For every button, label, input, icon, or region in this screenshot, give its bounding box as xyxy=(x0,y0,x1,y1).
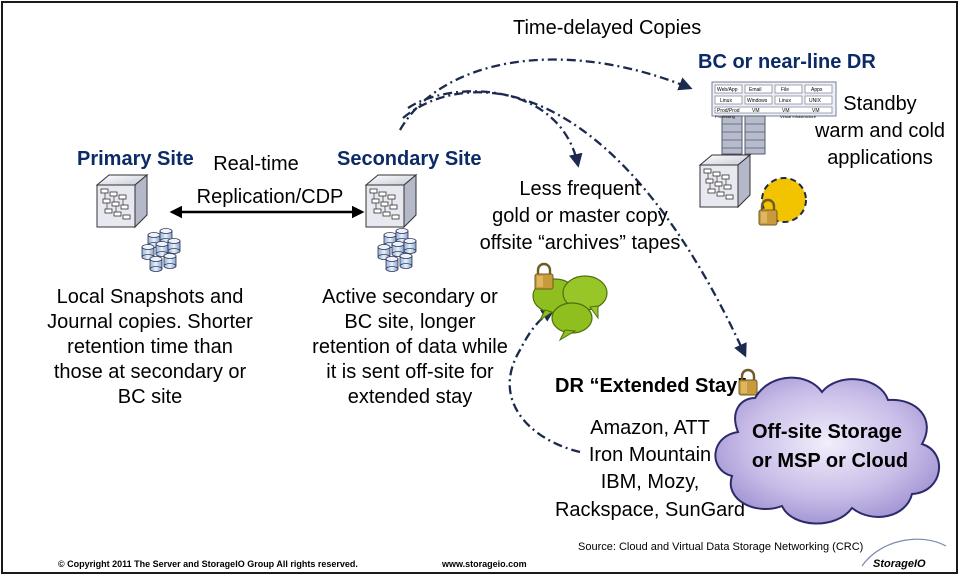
time-delayed-arrow-top xyxy=(399,58,693,131)
primary-note-line: Local Snapshots and xyxy=(57,286,244,308)
gold-copy-line: gold or master copy xyxy=(492,205,668,227)
time-delayed-arrow-low xyxy=(407,90,583,168)
rack-label: UNIX xyxy=(809,98,822,104)
gold-copy-line: Less frequent xyxy=(519,178,641,200)
rack-label: Apps xyxy=(811,87,823,93)
rack-label: Email xyxy=(749,87,762,93)
primary-server-icon xyxy=(96,174,148,228)
primary-site-title: Primary Site xyxy=(77,148,194,170)
secondary-site-note: Active secondary or BC site, longer rete… xyxy=(312,286,508,408)
rack-label: Web/App xyxy=(717,87,738,93)
provider-line: Rackspace, SunGard xyxy=(555,499,745,521)
secondary-site-title: Secondary Site xyxy=(337,148,482,170)
secondary-note-line: it is sent off-site for xyxy=(326,361,494,383)
rack-label: VM xyxy=(752,108,760,114)
storageio-logo-swoosh xyxy=(861,538,947,567)
source-note: Source: Cloud and Virtual Data Storage N… xyxy=(578,541,863,553)
standby-label: Standby warm and cold applications xyxy=(814,93,945,169)
bc-dr-title: BC or near-line DR xyxy=(698,51,876,73)
gold-copy-label: Less frequent gold or master copy offsit… xyxy=(480,178,681,254)
replication-label: Real-time Replication/CDP xyxy=(197,153,344,208)
replication-label-line: Replication/CDP xyxy=(197,186,344,208)
rack-label: Virtual Infrastructure xyxy=(780,114,817,119)
standby-line: warm and cold xyxy=(814,120,945,142)
secondary-note-line: extended stay xyxy=(348,386,473,408)
standby-line: Standby xyxy=(843,93,916,115)
primary-note-line: BC site xyxy=(118,386,182,408)
footer-url: www.storageio.com xyxy=(441,559,527,569)
rack-label: Linux xyxy=(720,98,732,104)
rack-label: Processing xyxy=(715,114,735,119)
standby-line: applications xyxy=(827,147,933,169)
copyright-text: © Copyright 2011 The Server and StorageI… xyxy=(58,559,358,569)
time-delayed-label: Time-delayed Copies xyxy=(513,17,701,39)
primary-note-line: those at secondary or xyxy=(54,361,247,383)
extended-stay-padlock-icon xyxy=(737,368,759,397)
replication-label-line: Real-time xyxy=(213,153,299,175)
secondary-storage-icon xyxy=(378,229,416,272)
secondary-note-line: BC site, longer xyxy=(344,311,476,333)
rack-label: Prod/Prod xyxy=(717,108,740,114)
rack-label: VM xyxy=(812,108,820,114)
server-rack-icon xyxy=(711,81,837,155)
gold-copy-line: offsite “archives” tapes xyxy=(480,232,681,254)
rack-label: File xyxy=(781,87,789,93)
offsite-cloud-icon xyxy=(714,376,940,525)
provider-line: Iron Mountain xyxy=(589,444,711,466)
tape-padlock-icon xyxy=(533,262,555,291)
rack-label: Linux xyxy=(779,98,791,104)
primary-note-line: Journal copies. Shorter xyxy=(47,311,253,333)
primary-storage-icon xyxy=(142,229,180,272)
secondary-note-line: Active secondary or xyxy=(322,286,498,308)
time-delayed-arrow-mid xyxy=(402,91,747,358)
bc-server-icon xyxy=(699,154,751,208)
cloud-label-line: or MSP or Cloud xyxy=(752,450,908,472)
extended-stay-label: DR “Extended Stay” xyxy=(555,375,747,397)
rack-labels: Web/App Email File Apps Linux Windows Li… xyxy=(715,87,823,119)
cloud-label: Off-site Storage or MSP or Cloud xyxy=(752,421,908,472)
secondary-note-line: retention of data while xyxy=(312,336,508,358)
cloud-label-line: Off-site Storage xyxy=(752,421,902,443)
provider-line: Amazon, ATT xyxy=(590,417,710,439)
rack-label: VM xyxy=(782,108,790,114)
provider-line: IBM, Mozy, xyxy=(601,471,700,493)
primary-note-line: retention time than xyxy=(67,336,233,358)
tape-to-extended-stay-arrow xyxy=(508,308,581,454)
secondary-server-icon xyxy=(365,174,417,228)
storageio-logo: StorageIO xyxy=(873,558,926,570)
provider-list: Amazon, ATT Iron Mountain IBM, Mozy, Rac… xyxy=(555,417,745,521)
primary-site-note: Local Snapshots and Journal copies. Shor… xyxy=(47,286,253,408)
rack-label: Windows xyxy=(747,98,768,104)
